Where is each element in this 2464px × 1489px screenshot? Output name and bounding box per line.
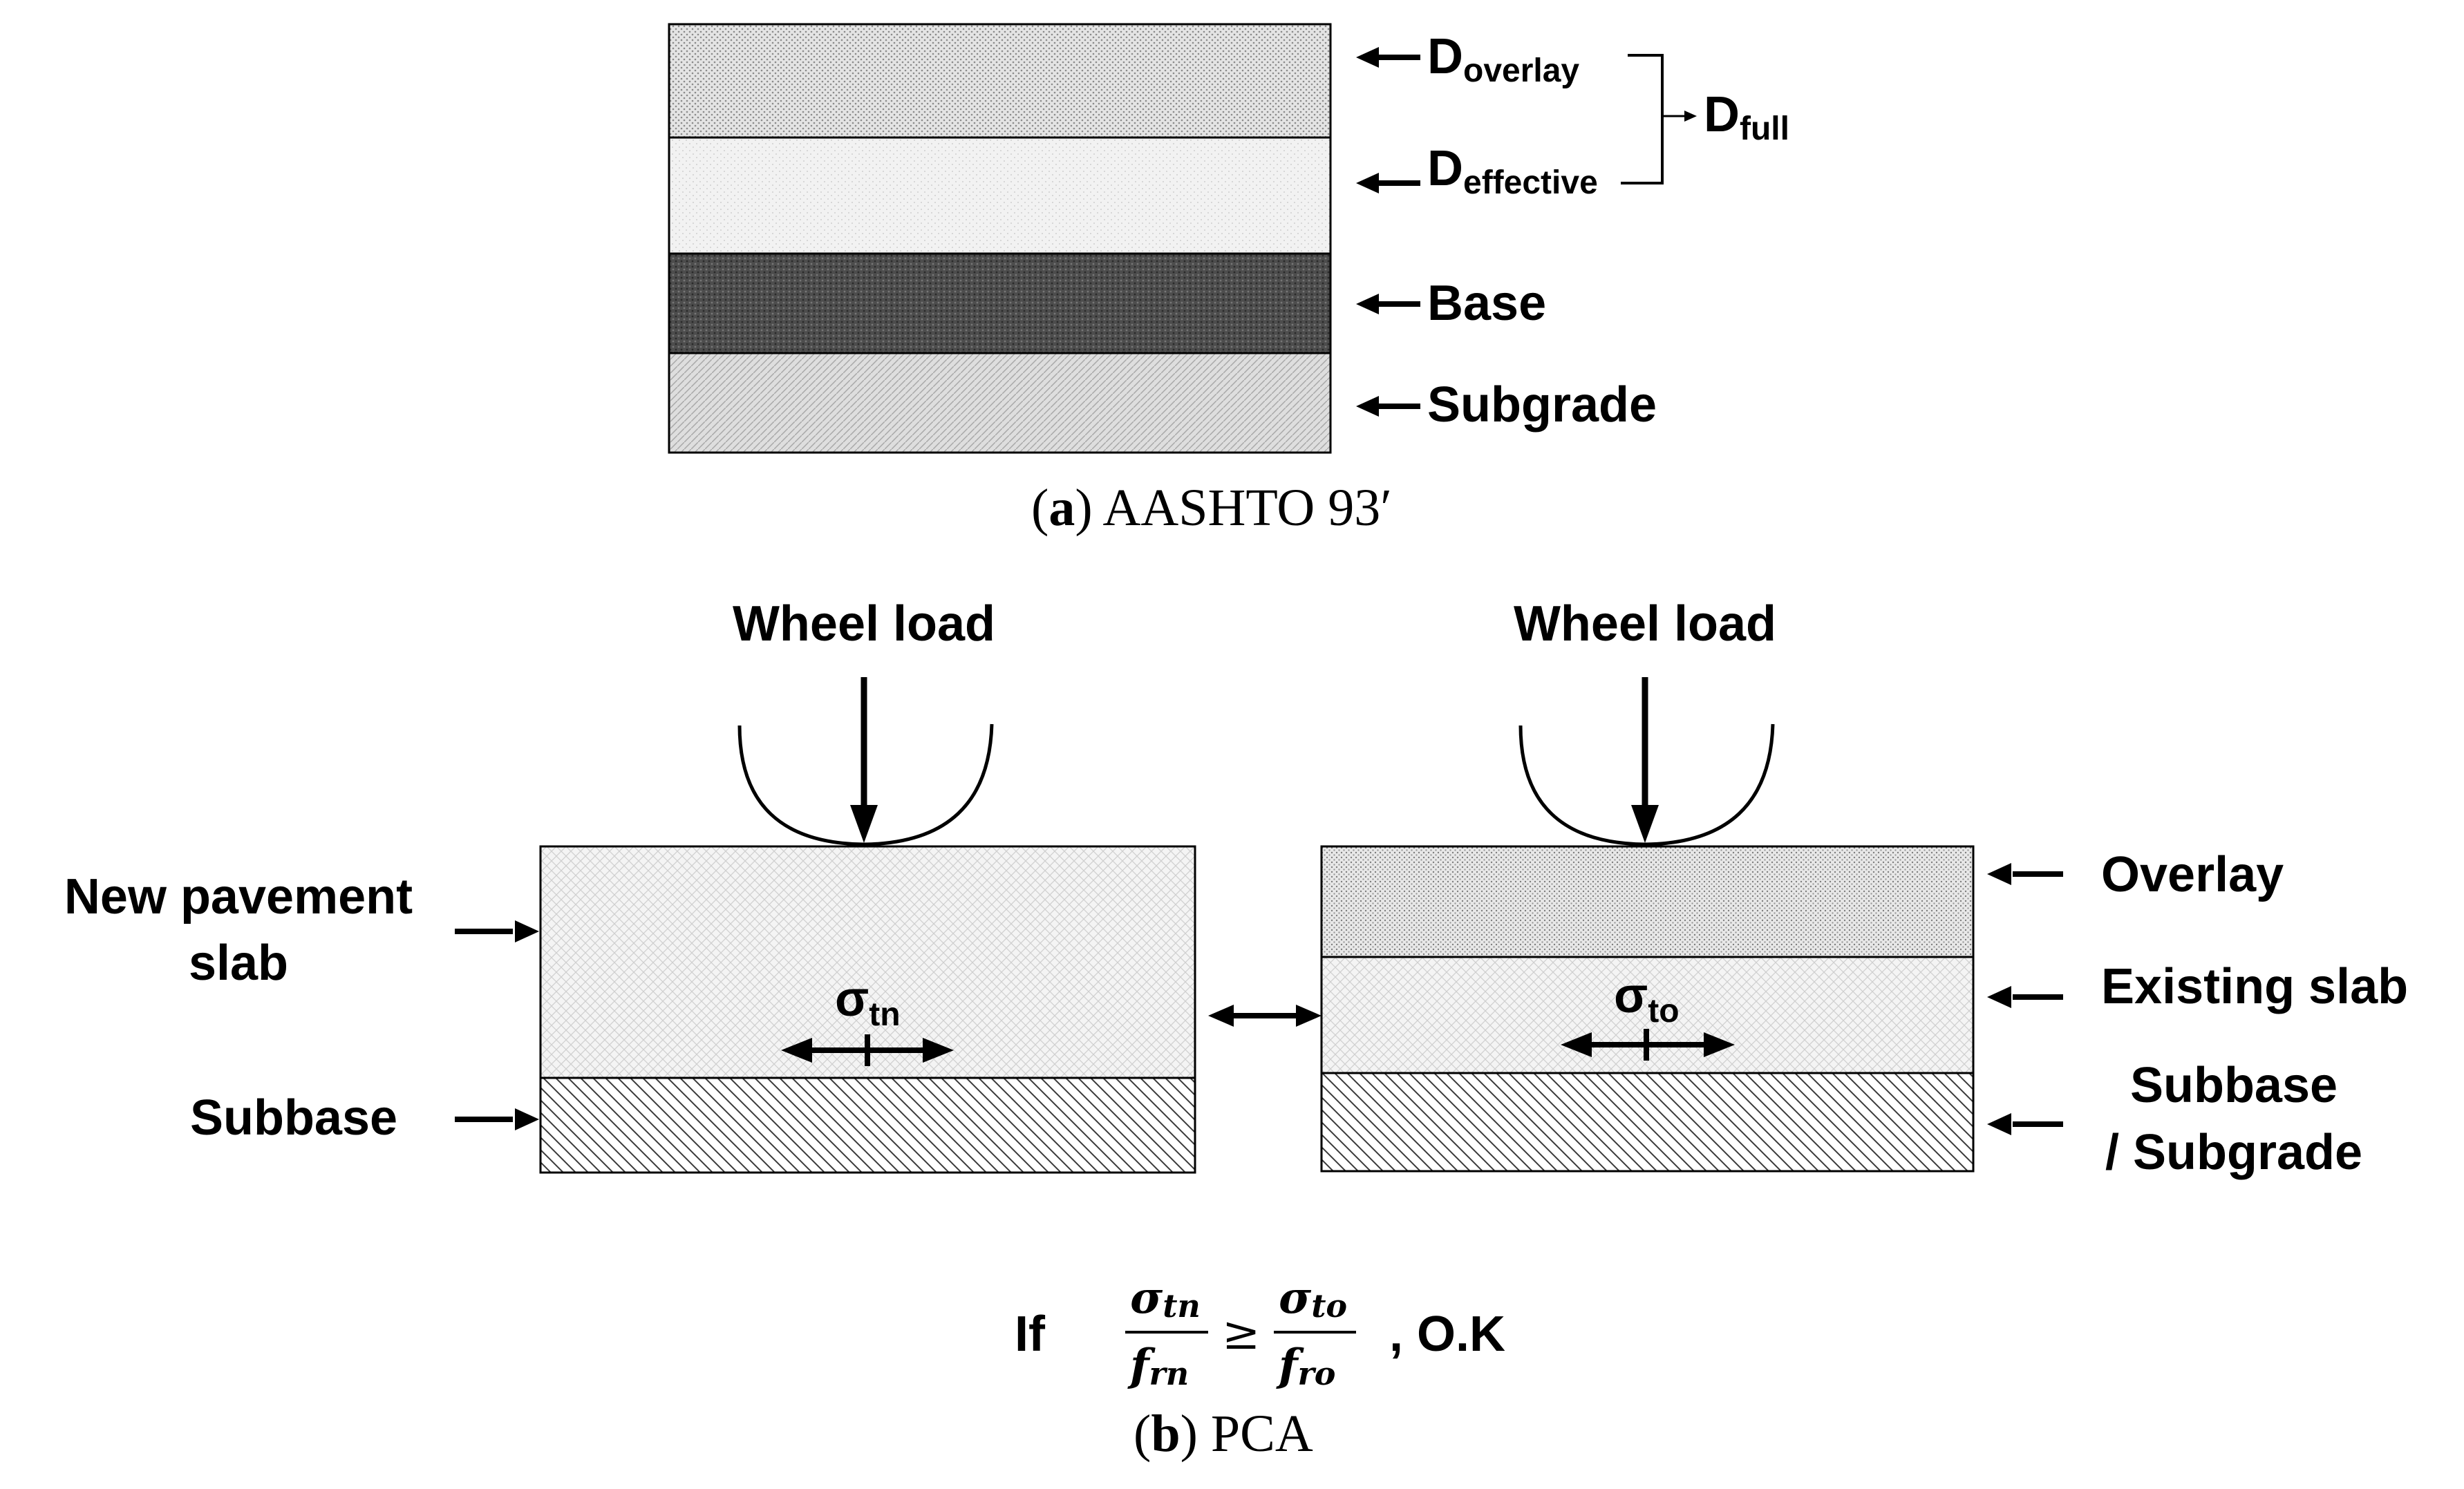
panel-a-aashto: Doverlay Deffective Base Subgrade Dfull … bbox=[668, 23, 1789, 537]
label-new-pavement: New pavement bbox=[64, 869, 413, 924]
load-arrow-left bbox=[850, 677, 878, 843]
arrow-existing-slab bbox=[1987, 986, 2063, 1008]
caption-a: (a) AASHTO 93′ bbox=[1031, 479, 1392, 537]
layer-overlay bbox=[668, 23, 1332, 139]
overlay-section: Wheel load σto Overlay bbox=[1320, 596, 2408, 1180]
stress-label-tn: σtn bbox=[835, 971, 901, 1033]
stress-label-to: σto bbox=[1614, 968, 1680, 1030]
layer-effective bbox=[668, 136, 1332, 255]
wheel-right bbox=[1518, 723, 1775, 846]
bracket-d-full bbox=[1621, 54, 1664, 184]
label-slab: slab bbox=[189, 936, 288, 991]
fraction-left-denominator: frn bbox=[1127, 1340, 1189, 1392]
criterion-ok: , O.K bbox=[1389, 1307, 1505, 1362]
wheel-left bbox=[737, 723, 994, 846]
arrow-overlay-b bbox=[1987, 863, 2063, 885]
layer-base bbox=[668, 252, 1332, 354]
label-overlay: Overlay bbox=[2101, 847, 2284, 902]
fraction-left-numerator: σtn bbox=[1130, 1272, 1201, 1325]
wheel-load-label-left: Wheel load bbox=[733, 596, 995, 652]
arrow-subbase-left bbox=[455, 1108, 539, 1130]
fraction-right-denominator: fro bbox=[1276, 1340, 1335, 1392]
new-pavement-section: Wheel load σtn New pavement slab bbox=[64, 596, 1196, 1174]
criterion-if: If bbox=[1015, 1307, 1046, 1362]
label-d-effective: Deffective bbox=[1427, 141, 1598, 201]
layer-subgrade bbox=[668, 352, 1332, 454]
arrow-subgrade bbox=[1356, 396, 1420, 417]
label-d-full: Dfull bbox=[1704, 87, 1789, 147]
wheel-load-label-right: Wheel load bbox=[1514, 596, 1776, 652]
fraction-right-numerator: σto bbox=[1279, 1272, 1347, 1325]
load-arrow-right bbox=[1631, 677, 1659, 843]
arrow-effective bbox=[1356, 173, 1420, 193]
arrow-subbase-right bbox=[1987, 1113, 2063, 1135]
label-base: Base bbox=[1427, 276, 1546, 331]
arrow-overlay bbox=[1356, 47, 1420, 68]
caption-b: (b) PCA bbox=[1134, 1405, 1313, 1463]
arrow-d-full bbox=[1662, 111, 1697, 122]
criterion-relation: ≥ bbox=[1222, 1307, 1260, 1360]
arrow-new-slab bbox=[455, 920, 539, 942]
subbase-layer-right bbox=[1320, 1072, 1975, 1173]
design-criterion: If σtn frn ≥ σto fro , O.K bbox=[1015, 1272, 1505, 1392]
label-d-overlay: Doverlay bbox=[1427, 29, 1579, 89]
stress-arrow-tn bbox=[781, 1034, 954, 1066]
equivalence-arrow bbox=[1208, 1005, 1322, 1027]
stress-arrow-to bbox=[1561, 1029, 1735, 1061]
label-subbase-left: Subbase bbox=[190, 1090, 397, 1146]
label-subgrade-right: / Subgrade bbox=[2105, 1125, 2362, 1180]
label-subgrade: Subgrade bbox=[1427, 377, 1657, 433]
overlay-layer bbox=[1320, 845, 1975, 958]
label-existing-slab: Existing slab bbox=[2101, 959, 2408, 1014]
label-subbase-right: Subbase bbox=[2130, 1058, 2338, 1113]
subbase-layer-left bbox=[539, 1077, 1196, 1174]
arrow-base bbox=[1356, 294, 1420, 314]
panel-b-pca: Wheel load σtn New pavement slab bbox=[64, 596, 2408, 1463]
